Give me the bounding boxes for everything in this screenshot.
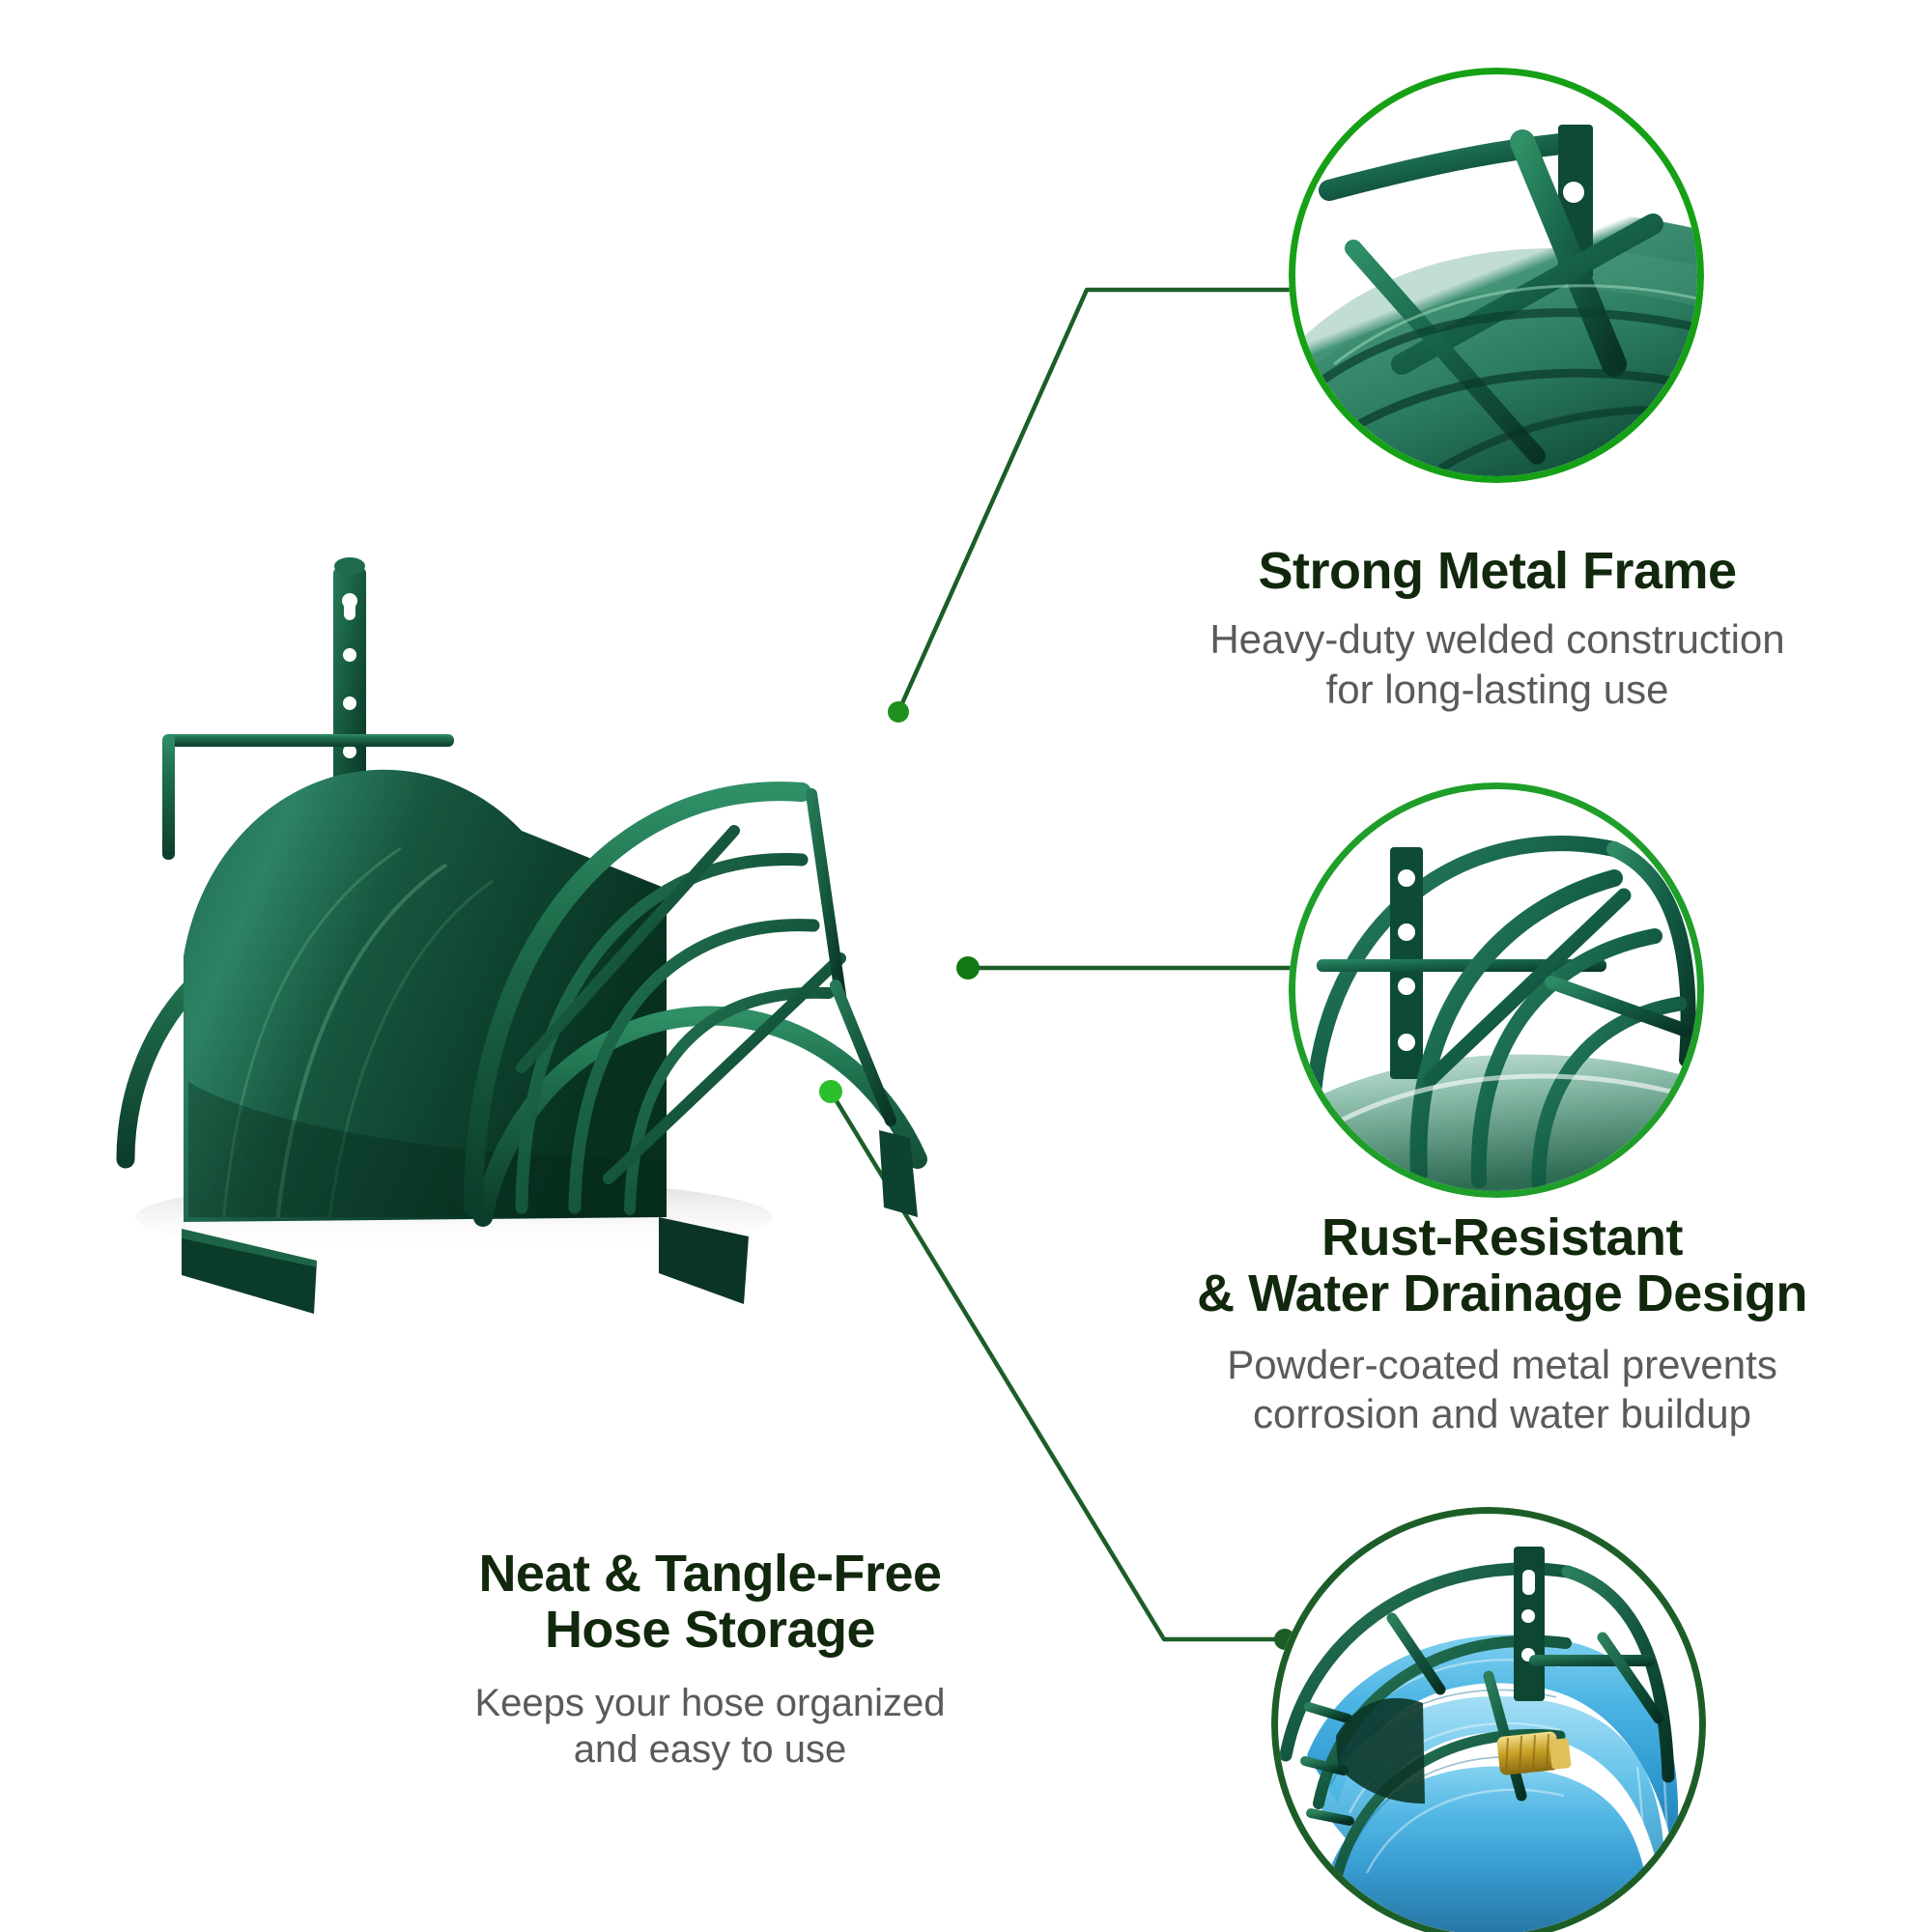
- feature-block-strong-metal-frame: Strong Metal Frame Heavy-duty welded con…: [1140, 543, 1855, 714]
- feature-1-description: Heavy-duty welded construction for long-…: [1140, 614, 1855, 713]
- feature-1-desc-line-2: for long-lasting use: [1325, 666, 1669, 712]
- feature-block-rust-resistant: Rust-Resistant & Water Drainage Design P…: [1121, 1209, 1884, 1438]
- metal-frame-closeup: [1295, 74, 1697, 476]
- feature-2-title: Rust-Resistant & Water Drainage Design: [1121, 1209, 1884, 1322]
- feature-1-title: Strong Metal Frame: [1140, 542, 1855, 600]
- bubble-3-photo: [1278, 1514, 1699, 1932]
- hose-reel-illustration: [116, 557, 927, 1314]
- reel-drum: [182, 769, 667, 1314]
- brass-fitting-icon: [1496, 1731, 1572, 1776]
- feature-image-hose-storage: [1271, 1507, 1706, 1932]
- leader-line-2: [956, 956, 1318, 980]
- feature-image-strong-metal-frame: [1289, 68, 1704, 483]
- feature-2-title-line-2: & Water Drainage Design: [1197, 1264, 1807, 1323]
- feature-3-desc-line-2: and easy to use: [573, 1728, 847, 1772]
- drainage-closeup: [1295, 789, 1697, 1191]
- feature-3-title-line-1: Neat & Tangle-Free: [478, 1545, 942, 1603]
- feature-block-hose-storage: Neat & Tangle-Free Hose Storage Keeps yo…: [377, 1546, 1043, 1774]
- feature-2-title-line-1: Rust-Resistant: [1321, 1208, 1684, 1266]
- feature-image-rust-resistant: [1289, 782, 1704, 1198]
- feature-3-title-line-2: Hose Storage: [544, 1601, 876, 1660]
- reel-frame-overlay: [1279, 1547, 1675, 1887]
- feature-2-description: Powder-coated metal prevents corrosion a…: [1121, 1340, 1884, 1438]
- blue-hose-closeup: [1278, 1514, 1699, 1932]
- feature-3-desc-line-1: Keeps your hose organized: [474, 1681, 946, 1724]
- feature-1-desc-line-1: Heavy-duty welded construction: [1209, 616, 1785, 663]
- feature-3-title: Neat & Tangle-Free Hose Storage: [377, 1546, 1043, 1659]
- product-hero-image: [68, 541, 937, 1352]
- feature-2-desc-line-1: Powder-coated metal prevents: [1227, 1341, 1777, 1387]
- feature-2-desc-line-2: corrosion and water buildup: [1253, 1390, 1751, 1436]
- bubble-1-photo: [1295, 74, 1697, 476]
- feature-3-description: Keeps your hose organized and easy to us…: [377, 1680, 1043, 1775]
- feature-1-title-line-1: Strong Metal Frame: [1258, 542, 1737, 600]
- bubble-2-photo: [1295, 789, 1697, 1191]
- reel-right-wheel: [464, 781, 927, 1304]
- callout-dot-2: [956, 956, 980, 980]
